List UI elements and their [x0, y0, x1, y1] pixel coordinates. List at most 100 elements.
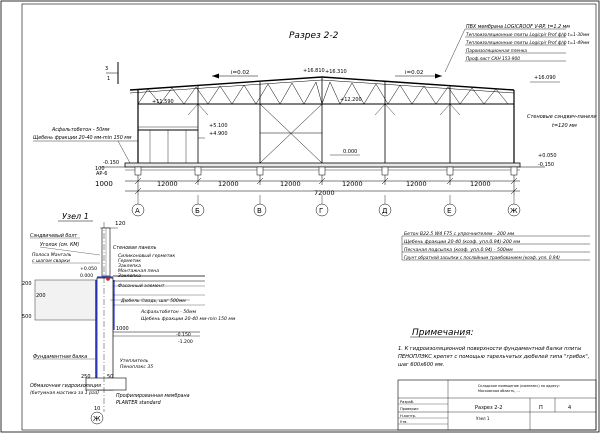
span-6: 12000 — [470, 180, 491, 188]
frame — [21, 3, 597, 431]
notes-text-3: шаг 600х600 мм. — [398, 362, 444, 368]
node-left-2: Уголок (см. КМ) — [40, 242, 80, 248]
elev-truss-left: +11.590 — [152, 99, 174, 105]
node-waterproof-1: Обмазочная гидроизоляция — [30, 383, 101, 389]
right-wall-2: t=120 мм — [552, 123, 577, 129]
slope-left-label: i=0.02 — [231, 70, 249, 76]
node-right-7: Фасонный элемент — [118, 283, 165, 289]
node-elev-zero: 0.000 — [80, 273, 93, 279]
right-wall-1: Стеновые сэндвич-панели — [527, 114, 597, 120]
node-labels-left: Сэндвичевый болт Уголок (см. КМ) Полоса … — [30, 233, 101, 264]
stamp-project-1: Складское помещение (комплекс) по адресу… — [478, 384, 560, 388]
elev-right-minus: -0.150 — [538, 162, 554, 168]
stamp-row-3: Н.контр. — [400, 414, 416, 418]
node-bolt: Дюбель ∅вздь, шаг 500мм — [120, 298, 186, 304]
stamp-row-2: Проверил — [400, 407, 418, 411]
title-block — [397, 379, 597, 431]
node-d10: 10 — [94, 406, 100, 412]
section-title: Разрез 2-2 — [289, 31, 339, 41]
floor-layers: Бетон В22.5 W4 F75 с упрочнителем - 200 … — [401, 231, 590, 261]
node-detail: Ж — [34, 222, 205, 425]
span-4: 12000 — [342, 180, 363, 188]
node-dim-1000: 1000 — [116, 326, 129, 332]
elev-left-minus: -0.150 — [103, 160, 119, 166]
node-right-1: Стеновая панель — [113, 245, 157, 251]
notes-text-1: 1. К гидроизоляционной поверхности фунда… — [398, 346, 581, 352]
left-note-1: Асфальтобетон - 50мм — [51, 127, 110, 133]
node-elev-plus: +0.050 — [80, 266, 97, 272]
elev-right-plus: +0.050 — [538, 153, 557, 159]
node-right-6: Заклепка — [118, 273, 141, 279]
node-dim-500: 500 — [22, 314, 32, 320]
left-marker-top: 3 — [105, 66, 108, 72]
left-dim-2: 1000 — [95, 180, 113, 188]
span-3: 12000 — [280, 180, 301, 188]
elev-truss-mid: +12.200 — [340, 97, 362, 103]
mezzanine — [138, 126, 205, 163]
axis-zh: Ж — [510, 207, 518, 215]
node-dim-200b: 200 — [36, 293, 46, 299]
node-left-3: Полоса Мангаль — [32, 252, 72, 258]
stamp-sheet-no: 4 — [568, 405, 571, 411]
node-waterproof-2: (битумная мастика за 1 раз) — [30, 390, 99, 396]
floor — [100, 162, 545, 176]
axis-a: А — [135, 207, 140, 215]
roof-layer-4: Пароизоляционная пленка — [466, 48, 527, 54]
roof-layer-5: Проф.лист СКН 153-900 — [466, 56, 520, 62]
left-note-2: Щебень фракции 20-40 мм-min 150 мм — [33, 135, 132, 141]
roof-layer-1: ПВХ мембрана LOGICROOF V-RP, t=1.2 мм — [466, 24, 570, 30]
span-1: 12000 — [157, 180, 178, 188]
node-left-1: Сэндвичевый болт — [30, 233, 77, 239]
node-d250: 250 — [81, 374, 91, 380]
node-right-4: Заклепка — [118, 263, 141, 269]
dimension-chain — [125, 175, 520, 195]
elev-floor: 0.000 — [343, 149, 357, 155]
elev-ridge-a: +16.810 — [303, 68, 325, 74]
floor-layer-3: Песчаная подсыпка (коэф. упл.0.94) - 500… — [404, 247, 513, 253]
stamp-scale: Узел 1 — [476, 416, 490, 421]
node-elev-minus150: -0.150 — [176, 332, 191, 338]
stamp-row-4: Утв. — [400, 420, 408, 424]
elev-eave-right: +16.090 — [534, 75, 556, 81]
node-d50: 50 — [107, 374, 113, 380]
floor-layer-2: Щебень фракции 20-40 (коэф. упл.0.94)-20… — [404, 239, 521, 245]
roof-layer-2: Теплоизоляционные плиты Logicpir Prof ф/… — [466, 32, 590, 38]
node-asphalt-2: Щебень фракции 20-40 мм-min 150 мм — [141, 316, 236, 322]
node-right-5: Монтажная пена — [118, 268, 159, 274]
node-left-4: с шагом сварки — [32, 259, 70, 264]
stamp-stage: П — [539, 405, 543, 411]
columns — [137, 78, 515, 164]
axis-g: Г — [319, 207, 323, 215]
total-span: 72000 — [314, 189, 335, 197]
axis-markers: А Б В Г Д Е Ж — [131, 195, 521, 217]
node-right-2: Силиконовый герметик — [118, 253, 175, 259]
left-notes: Асфальтобетон - 50мм Щебень фракции 20-4… — [33, 62, 138, 188]
span-2: 12000 — [218, 180, 239, 188]
node-labels-right: Стеновая панель Силиконовый герметик Гер… — [113, 245, 175, 289]
roof-layer-3: Теплоизоляционные плиты Logicpir Prof ф/… — [466, 40, 590, 46]
stamp-project-2: Московская область, ... — [478, 389, 520, 393]
axis-d: Д — [382, 207, 388, 215]
axis-e: Е — [447, 207, 451, 215]
node-axis: Ж — [93, 415, 101, 423]
stamp-sheet-title: Разрез 2-2 — [475, 405, 502, 411]
elevation-marks: +16.810 +16.310 +16.090 +11.590 +12.200 … — [103, 68, 560, 168]
roof-layers: ПВХ мембрана LOGICROOF V-RP, t=1.2 мм Те… — [444, 24, 590, 73]
notes-text-2: ПЕНОПЛЭКС крепят с помощью тарельчатых д… — [398, 354, 589, 360]
floor-layer-4: Грунт обратной засыпки с послойным трамб… — [404, 255, 560, 260]
node-insulation-2: Пеноплэкс 35 — [120, 364, 153, 370]
left-marker-code: АР-6 — [96, 171, 107, 177]
node-title: Узел 1 — [62, 212, 89, 221]
floor-layer-1: Бетон В22.5 W4 F75 с упрочнителем - 200 … — [404, 231, 515, 237]
notes-heading: Примечания: — [412, 328, 474, 338]
left-marker-bot: 1 — [107, 76, 110, 82]
elev-ridge-b: +16.310 — [325, 69, 347, 75]
node-d120: 120 — [115, 221, 126, 227]
node-insulation-1: Утеплитель — [120, 358, 149, 364]
node-membrane-2: PLANTER standard — [116, 400, 162, 406]
slope-right-label: i=0.02 — [405, 70, 423, 76]
stamp-row-1: Разраб. — [400, 400, 414, 404]
node-right-3: Герметик — [118, 258, 141, 264]
